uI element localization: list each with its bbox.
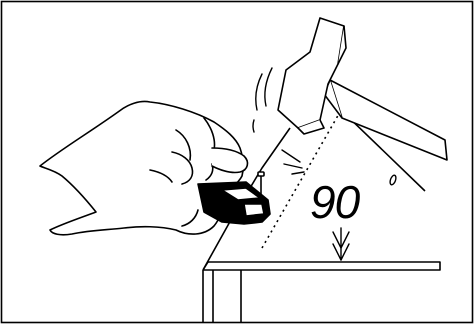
- hammer-icon: [278, 18, 447, 160]
- angle-arrows: [333, 228, 349, 260]
- motion-lines: [253, 68, 272, 132]
- angle-label: 90: [310, 176, 361, 228]
- nail-hole: [389, 174, 397, 185]
- impact-marks: [282, 150, 304, 174]
